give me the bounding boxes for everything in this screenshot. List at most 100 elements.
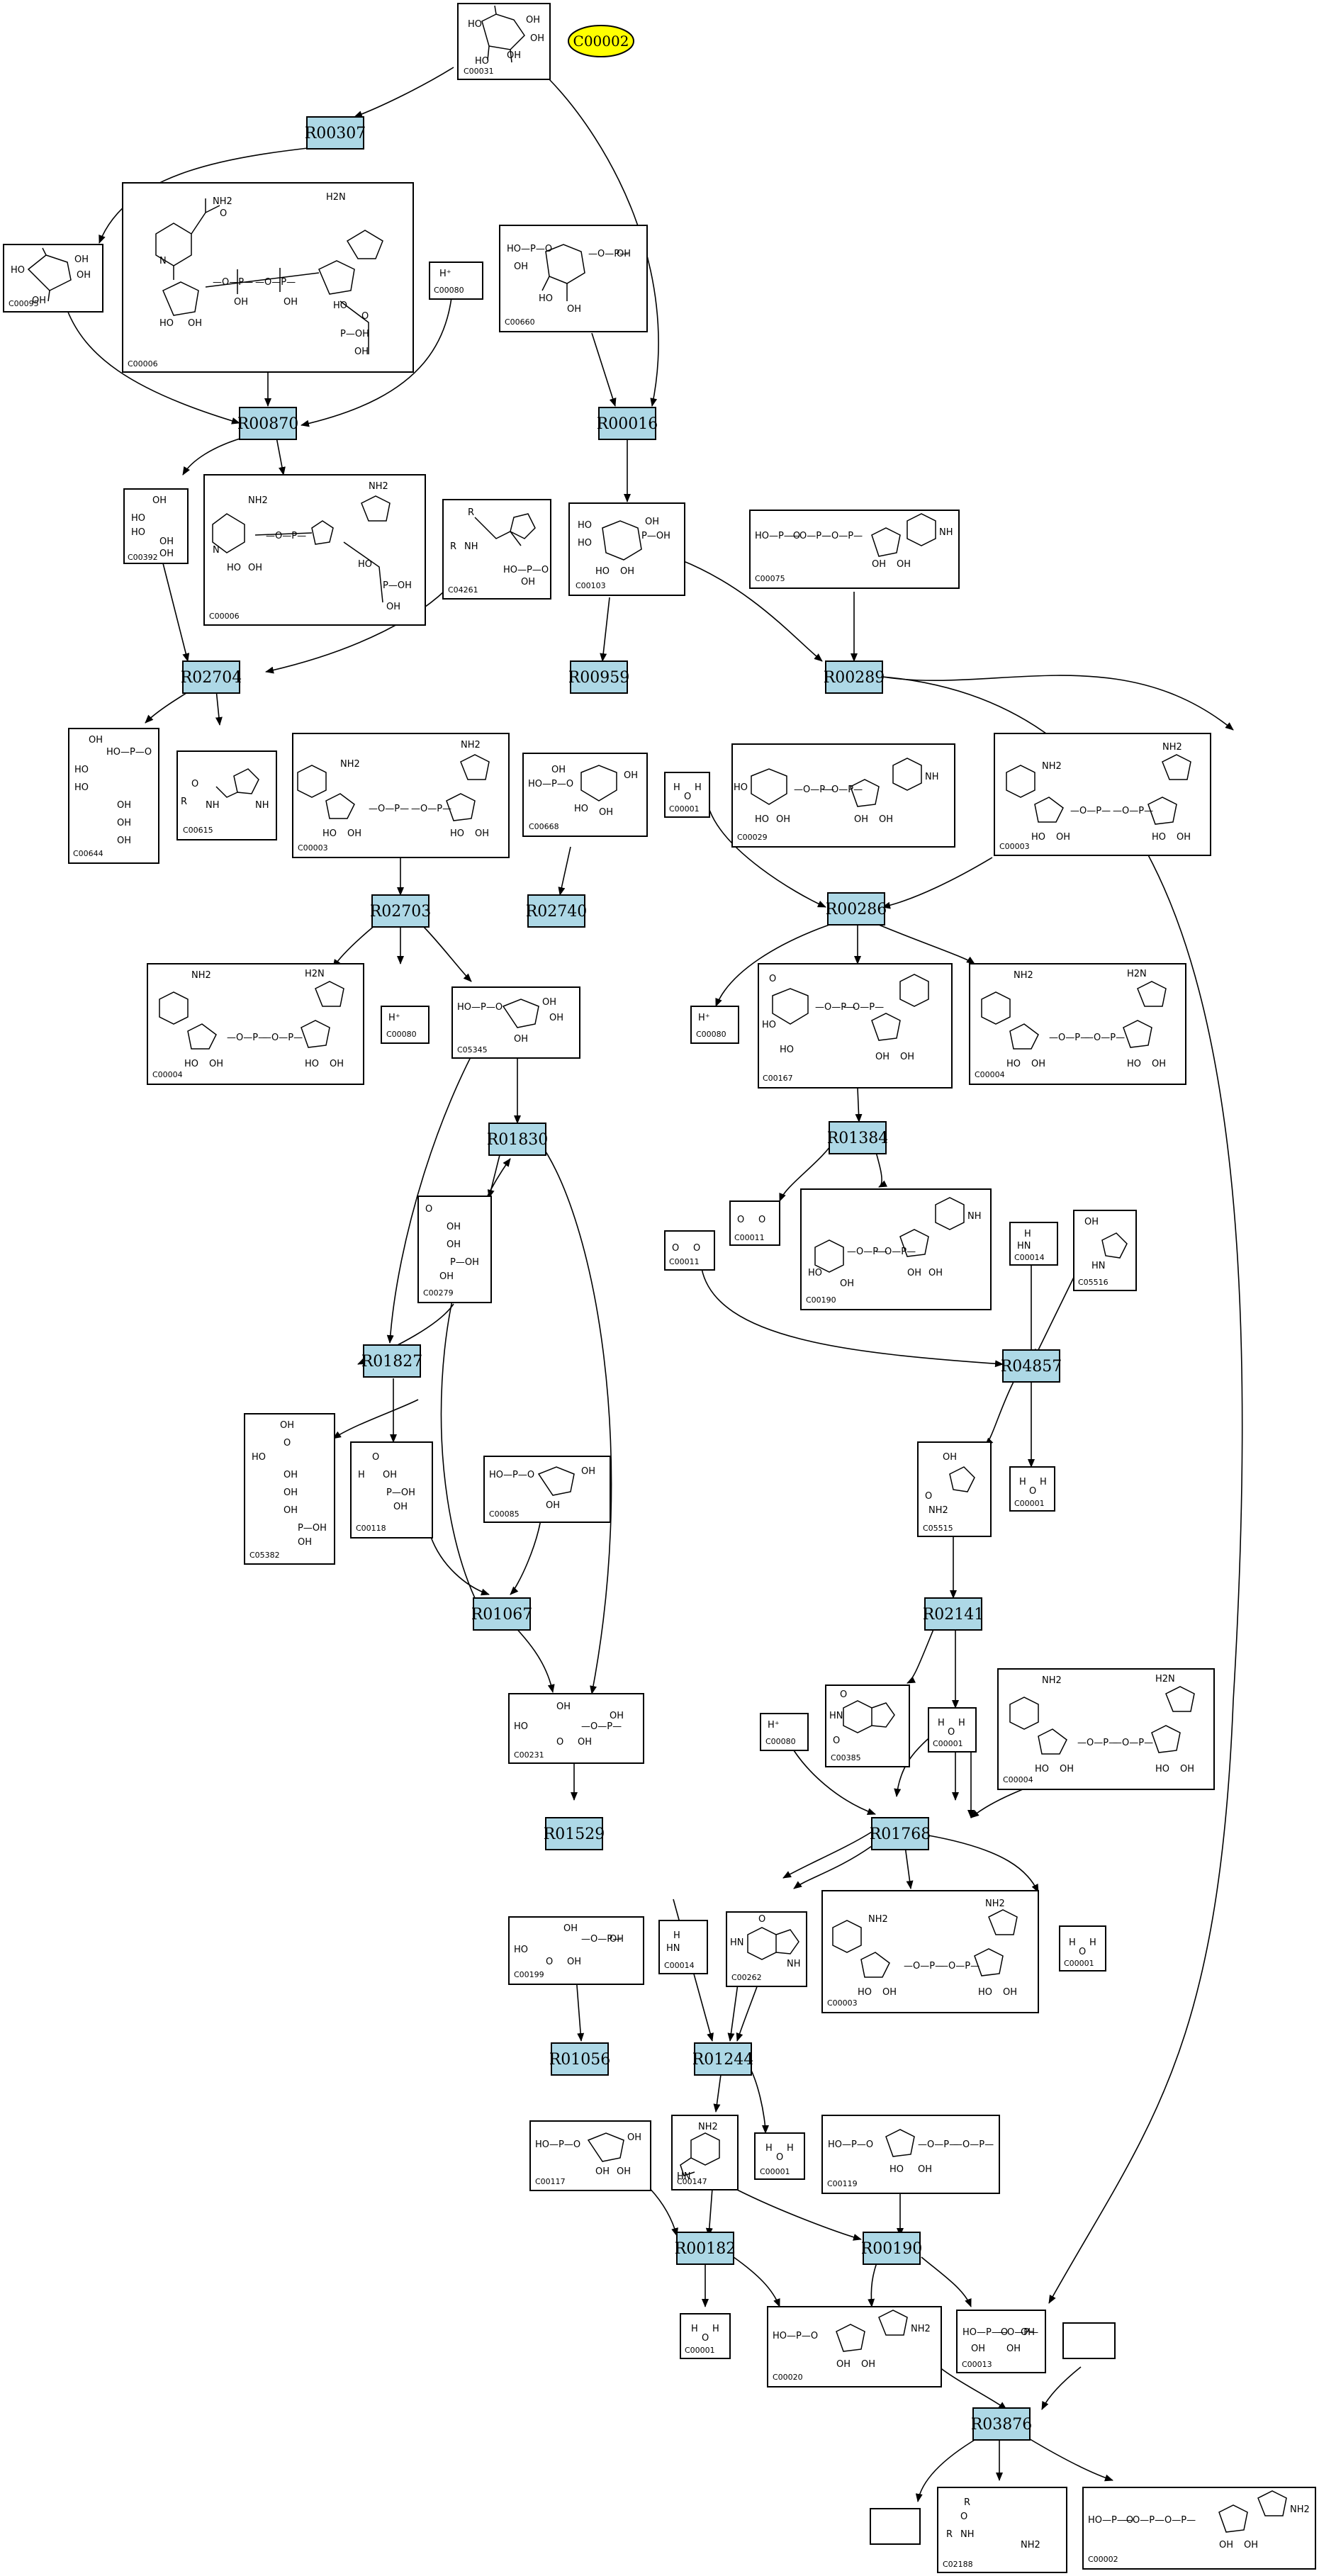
- compound-C00103[interactable]: HO OH P—OH HO HO OH C00103: [568, 502, 685, 596]
- compound-C00668[interactable]: OH HO—P—O OH HO OH C00668: [522, 753, 648, 837]
- atom-label: OH: [943, 1452, 957, 1463]
- compound-C00013[interactable]: HO—P—O —O—P— OH OH OH C00013: [956, 2310, 1046, 2373]
- compound-C00001-c[interactable]: H O H C00001: [928, 1707, 977, 1753]
- compound-C00006[interactable]: NH2 N —O—P— NH2 HO OH HO P—OH OH C00006: [203, 474, 426, 626]
- compound-C00031[interactable]: HO OH OH HO OH C00031: [457, 3, 551, 80]
- compound-C05345[interactable]: HO—P—O OH OH OH C05345: [451, 986, 580, 1059]
- compound-C00006-top[interactable]: NH2 O N —O—P— —O—P— OH OH HO OH H2N HO O…: [122, 182, 414, 373]
- compound-C00644[interactable]: OH HO—P—O HO HO OH OH OH C00644: [68, 728, 159, 864]
- compound-blank-top[interactable]: [1062, 2322, 1116, 2359]
- atom-label: OH: [1006, 2344, 1021, 2354]
- reaction-R02703[interactable]: R02703: [370, 894, 432, 928]
- reaction-R00190[interactable]: R00190: [861, 2232, 923, 2265]
- reaction-R02740[interactable]: R02740: [526, 894, 588, 928]
- compound-C05516[interactable]: OH HN C05516: [1073, 1210, 1137, 1291]
- compound-C00080-top[interactable]: H⁺ C00080: [429, 261, 483, 300]
- compound-C05382[interactable]: OH O HO OH OH OH P—OH OH C05382: [244, 1413, 335, 1565]
- compound-C00080-c[interactable]: H⁺ C00080: [760, 1713, 809, 1751]
- atom-label: H: [1024, 1229, 1031, 1239]
- reaction-R01827[interactable]: R01827: [361, 1344, 423, 1378]
- atom-label: NH2: [928, 1505, 948, 1516]
- compound-C00075[interactable]: HO—P—O —O—P— —O—P— NH OH OH C00075: [749, 510, 960, 589]
- reaction-R00286[interactable]: R00286: [826, 892, 887, 926]
- compound-C02188[interactable]: R O R NH NH2 C02188: [937, 2487, 1067, 2573]
- compound-C00011-b[interactable]: O O C00011: [664, 1230, 715, 1271]
- reaction-label: R01830: [487, 1131, 549, 1149]
- compound-C00085[interactable]: HO—P—O OH OH C00085: [483, 1456, 611, 1523]
- structure-bonds: [843, 1700, 895, 1733]
- reaction-R00289[interactable]: R00289: [824, 660, 885, 694]
- compound-C00080-b[interactable]: H⁺ C00080: [690, 1006, 739, 1044]
- compound-C00029[interactable]: HO —O—P— —O—P— NH HO OH OH OH C00029: [731, 743, 955, 848]
- compound-C00660[interactable]: HO—P—O —O—P— OH OH HO OH C00660: [499, 225, 648, 332]
- compound-C00001-d[interactable]: H O H C00001: [1059, 1925, 1106, 1972]
- compound-C00020[interactable]: HO—P—O NH2 OH OH C00020: [767, 2306, 942, 2387]
- reaction-R01768[interactable]: R01768: [870, 1817, 931, 1850]
- compound-C00002[interactable]: HO—P—O —O—P— —O—P— NH2 OH OH C00002: [1082, 2487, 1316, 2570]
- compound-C00262[interactable]: O HN NH C00262: [726, 1911, 807, 1987]
- compound-C00199[interactable]: OH HO —O—P— OH O OH C00199: [508, 1916, 644, 1985]
- atom-label: H2N: [305, 969, 325, 979]
- atom-label: OH: [882, 1987, 897, 1998]
- reaction-R04857[interactable]: R04857: [1001, 1349, 1062, 1383]
- reaction-label: R02740: [526, 903, 588, 921]
- atom-label: —O—P—: [266, 531, 306, 541]
- reaction-arrow: [421, 924, 472, 982]
- compound-C00119[interactable]: HO—P—O —O—P— —O—P— HO OH C00119: [821, 2115, 1000, 2194]
- compound-C00118[interactable]: O H OH P—OH OH C00118: [350, 1441, 433, 1539]
- compound-C00231[interactable]: OH HO —O—P— OH O OH C00231: [508, 1693, 644, 1764]
- compound-box: [508, 1916, 644, 1985]
- reaction-label: R02704: [181, 669, 242, 687]
- compound-C00392[interactable]: OH HO HO OH OH C00392: [123, 488, 189, 564]
- compound-C00004-b[interactable]: NH2 H2N —O—P— —O—P— HO OH HO OH C00004: [969, 963, 1186, 1085]
- reaction-R00959[interactable]: R00959: [568, 660, 630, 694]
- reaction-R02704[interactable]: R02704: [181, 660, 242, 694]
- compound-C05515[interactable]: OH O NH2 C05515: [917, 1441, 992, 1537]
- compound-C00001-a[interactable]: H O H C00001: [664, 772, 710, 818]
- atom-label: NH: [967, 1211, 982, 1222]
- compound-C00003-b[interactable]: NH2 NH2 —O—P— —O—P— HO OH HO OH C00003: [994, 733, 1211, 856]
- reaction-R00182[interactable]: R00182: [675, 2232, 736, 2265]
- reaction-R01067[interactable]: R01067: [471, 1597, 533, 1631]
- reaction-R00016[interactable]: R00016: [597, 407, 658, 440]
- reaction-R01056[interactable]: R01056: [549, 2042, 611, 2076]
- compound-C00167[interactable]: O —O—P— —O—P— HO HO OH OH C00167: [758, 963, 953, 1089]
- compound-C04261[interactable]: R R NH HO—P—O OH C04261: [442, 499, 551, 600]
- compound-blank-bottom[interactable]: [870, 2508, 921, 2545]
- compound-C00003-a[interactable]: NH2 NH2 —O—P— —O—P— HO OH HO OH C00003: [292, 733, 510, 858]
- atom-label: NH2: [1014, 970, 1033, 981]
- reaction-R00307[interactable]: R00307: [305, 116, 366, 150]
- reaction-R01830[interactable]: R01830: [487, 1123, 549, 1156]
- atom-label: HO: [858, 1987, 872, 1998]
- structure-bonds: [885, 2129, 915, 2157]
- reaction-box: [306, 116, 364, 150]
- reaction-arrow: [782, 1831, 872, 1879]
- compound-C00003-c[interactable]: NH2 NH2 —O—P— —O—P— HO OH HO OH C00003: [821, 1890, 1039, 2013]
- compound-C00001-b[interactable]: H O H C00001: [1009, 1466, 1055, 1512]
- reaction-R02141[interactable]: R02141: [923, 1597, 984, 1631]
- compound-C00004-c[interactable]: NH2 H2N —O—P— —O—P— HO OH HO OH C00004: [997, 1668, 1215, 1790]
- compound-C00080-a[interactable]: H⁺ C00080: [381, 1006, 430, 1044]
- compound-C00014-a[interactable]: H HN C00014: [1009, 1222, 1058, 1266]
- compound-C00615[interactable]: O R NH NH C00615: [176, 750, 277, 840]
- atom-label: HO: [322, 828, 337, 839]
- compound-C00001-f[interactable]: H O H C00001: [680, 2313, 731, 2359]
- compound-C00001-e[interactable]: H O H C00001: [754, 2132, 805, 2180]
- reaction-label: R00289: [824, 669, 885, 687]
- compound-C00117[interactable]: HO—P—O OH OH OH C00117: [529, 2120, 651, 2191]
- atom-label: OH: [152, 495, 167, 506]
- reaction-R01529[interactable]: R01529: [544, 1817, 605, 1850]
- reaction-R01244[interactable]: R01244: [692, 2042, 754, 2076]
- reaction-R03876[interactable]: R03876: [971, 2407, 1033, 2441]
- compound-C00147[interactable]: NH2 HN C00147: [671, 2115, 739, 2190]
- start-node[interactable]: C00002: [568, 25, 634, 57]
- compound-C00095[interactable]: HO OH OH OH C00095: [3, 244, 103, 313]
- compound-C00011-a[interactable]: O O C00011: [729, 1200, 780, 1246]
- compound-C00279[interactable]: O OH OH P—OH OH C00279: [417, 1196, 492, 1303]
- compound-C00004-a[interactable]: NH2 H2N —O—P— —O—P— HO OH HO OH C00004: [147, 963, 364, 1085]
- reaction-R00870[interactable]: R00870: [237, 407, 299, 440]
- reaction-R01384[interactable]: R01384: [827, 1121, 889, 1154]
- compound-C00190[interactable]: —O—P— —O—P— NH HO OH OH OH C00190: [800, 1188, 992, 1310]
- compound-C00014-b[interactable]: H HN C00014: [658, 1920, 708, 1974]
- compound-C00385[interactable]: O HN O C00385: [825, 1684, 910, 1767]
